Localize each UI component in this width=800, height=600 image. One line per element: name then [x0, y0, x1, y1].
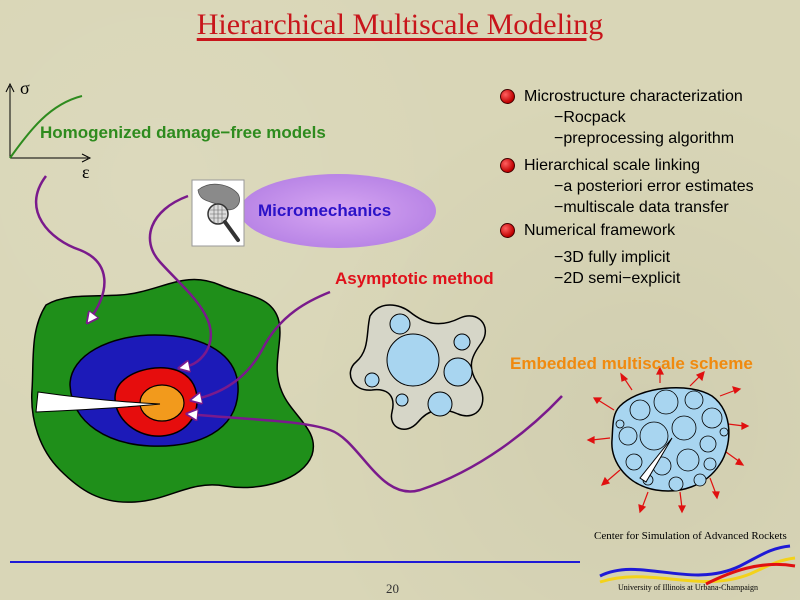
arrow-embedded — [188, 395, 563, 493]
bullet-label: Numerical framework — [524, 222, 676, 239]
strain-axis-label: ε — [82, 162, 90, 182]
bullet-dot-icon — [500, 223, 515, 238]
sub-item: −a posteriori error estimates — [554, 178, 754, 195]
stress-strain-plot — [5, 82, 92, 163]
traction-arrows — [586, 366, 750, 514]
bullet-label: Hierarchical scale linking — [524, 157, 701, 174]
bullet-item: Microstructure characterization — [500, 86, 754, 107]
stress-axis-label: σ — [20, 78, 30, 98]
homogenized-label: Homogenized damage−free models — [40, 123, 326, 142]
asymptotic-label: Asymptotic method — [335, 269, 494, 288]
link-arrows — [34, 175, 563, 493]
arrow-micromechanics — [148, 194, 213, 368]
csar-logo — [599, 544, 796, 586]
arrow-asymptotic — [192, 290, 331, 400]
footer-divider — [10, 561, 580, 563]
embedded-cell — [586, 366, 750, 514]
bullet-label: Microstructure characterization — [524, 88, 743, 105]
arrow-homogenized — [34, 175, 106, 322]
slide-title: Hierarchical Multiscale Modeling — [196, 8, 604, 41]
bullet-dot-icon — [500, 158, 515, 173]
university-name: University of Illinois at Urbana-Champai… — [618, 583, 758, 592]
feature-list: Microstructure characterization −Rocpack… — [500, 86, 754, 289]
asymptotic-cell — [349, 304, 487, 430]
page-number: 20 — [386, 581, 399, 596]
sub-item: −3D fully implicit — [554, 249, 671, 266]
crack — [35, 391, 161, 413]
micromechanics-label: Micromechanics — [258, 201, 392, 220]
embedded-label: Embedded multiscale scheme — [510, 354, 753, 373]
bullet-dot-icon — [500, 89, 515, 104]
sub-item: −2D semi−explicit — [554, 270, 681, 287]
magnifier-icon — [191, 179, 245, 247]
sub-item: −preprocessing algorithm — [554, 130, 735, 147]
bullet-item: Numerical framework — [500, 220, 754, 241]
micromechanics-bubble — [240, 174, 436, 248]
bullet-item: Hierarchical scale linking — [500, 155, 754, 176]
sub-item: −Rocpack — [554, 109, 626, 126]
sub-item: −multiscale data transfer — [554, 199, 729, 216]
center-name: Center for Simulation of Advanced Rocket… — [594, 530, 787, 542]
